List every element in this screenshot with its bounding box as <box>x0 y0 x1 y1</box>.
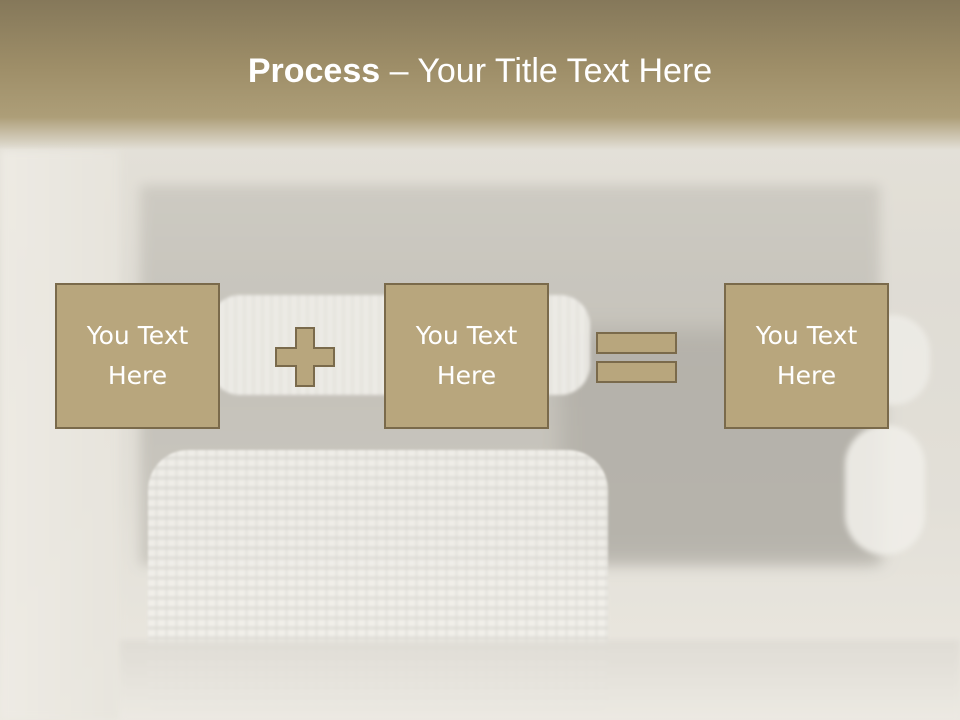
background-wall <box>0 150 120 720</box>
background-shelf-edge <box>120 640 960 720</box>
process-box-3-line2: Here <box>776 361 837 390</box>
slide-title-rest: – Your Title Text Here <box>380 52 713 90</box>
slide-title[interactable]: Process – Your Title Text Here <box>0 52 960 91</box>
process-box-3-line1: You Text <box>755 321 858 350</box>
process-box-1-line2: Here <box>107 361 168 390</box>
slide-title-bold: Process <box>247 52 381 90</box>
process-box-1-line1: You Text <box>86 321 189 350</box>
equals-icon <box>596 332 677 383</box>
background-towel-right-lower <box>845 425 925 555</box>
plus-icon <box>275 327 335 387</box>
process-box-2-line2: Here <box>436 361 497 390</box>
title-bar <box>0 0 960 150</box>
process-box-2-line1: You Text <box>415 321 518 350</box>
